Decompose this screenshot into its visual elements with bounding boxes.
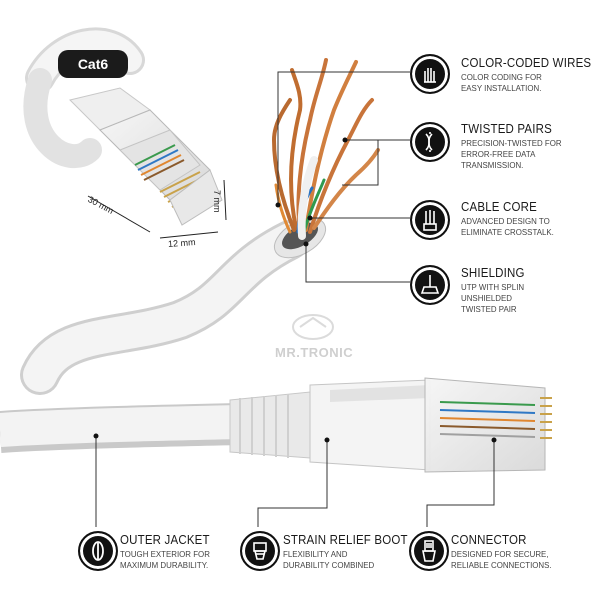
feature-strain-relief-boot: STRAIN RELIEF BOOT FLEXIBILITY AND DURAB… <box>283 533 419 571</box>
feature-connector: CONNECTOR DESIGNED FOR SECURE, RELIABLE … <box>451 533 560 571</box>
cable-core-icon <box>410 200 450 240</box>
dimension-height: 7 mm <box>212 190 222 213</box>
feature-desc-line: UTP WITH SPLIN <box>461 282 525 292</box>
feature-desc-line: TOUGH EXTERIOR FOR <box>120 549 210 559</box>
dimension-width: 12 mm <box>167 237 196 249</box>
feature-desc-line: DESIGNED FOR SECURE, <box>451 549 549 559</box>
feature-shielding: SHIELDING UTP WITH SPLIN UNSHIELDED TWIS… <box>461 266 530 315</box>
strain-relief-boot-icon <box>240 531 280 571</box>
feature-color-coded-wires: COLOR-CODED WIRES COLOR CODING FOR EASY … <box>461 56 600 94</box>
bottom-connector-assembly <box>229 377 552 473</box>
twisted-pairs-icon <box>410 122 450 162</box>
connector-icon <box>409 531 449 571</box>
cat6-label: Cat6 <box>58 50 128 78</box>
top-connector <box>69 87 227 239</box>
outer-jacket-icon <box>78 531 118 571</box>
feature-title: STRAIN RELIEF BOOT <box>283 533 408 547</box>
feature-title: COLOR-CODED WIRES <box>461 56 592 70</box>
feature-title: SHIELDING <box>461 266 525 280</box>
callout-dots <box>93 137 497 443</box>
feature-desc-line: TRANSMISSION. <box>461 160 524 170</box>
feature-desc-line: MAXIMUM DURABILITY. <box>120 560 209 570</box>
feature-desc-line: RELIABLE CONNECTIONS. <box>451 560 552 570</box>
feature-desc-line: PRECISION-TWISTED FOR <box>461 138 562 148</box>
cable-body <box>0 27 310 453</box>
feature-desc-line: ADVANCED DESIGN TO <box>461 216 550 226</box>
callout-lines <box>95 71 495 527</box>
feature-desc-line: UNSHIELDED <box>461 293 512 303</box>
feature-outer-jacket: OUTER JACKET TOUGH EXTERIOR FOR MAXIMUM … <box>120 533 218 571</box>
feature-desc-line: DURABILITY COMBINED <box>283 560 375 570</box>
shielding-icon <box>410 265 450 305</box>
exposed-wires <box>271 58 380 240</box>
watermark-text: MR.TRONIC <box>275 345 354 360</box>
feature-desc-line: ERROR-FREE DATA <box>461 149 536 159</box>
feature-title: CABLE CORE <box>461 200 537 214</box>
feature-title: OUTER JACKET <box>120 533 210 547</box>
feature-twisted-pairs: TWISTED PAIRS PRECISION-TWISTED FOR ERRO… <box>461 122 570 171</box>
feature-desc-line: EASY INSTALLATION. <box>461 83 542 93</box>
feature-cable-core: CABLE CORE ADVANCED DESIGN TO ELIMINATE … <box>461 200 562 238</box>
feature-desc-line: FLEXIBILITY AND <box>283 549 348 559</box>
feature-title: CONNECTOR <box>451 533 527 547</box>
feature-desc-line: COLOR CODING FOR <box>461 72 542 82</box>
feature-title: TWISTED PAIRS <box>461 122 552 136</box>
watermark-logo <box>292 314 334 340</box>
color-coded-wires-icon <box>410 54 450 94</box>
feature-desc-line: ELIMINATE CROSSTALK. <box>461 227 554 237</box>
feature-desc-line: TWISTED PAIR <box>461 304 517 314</box>
